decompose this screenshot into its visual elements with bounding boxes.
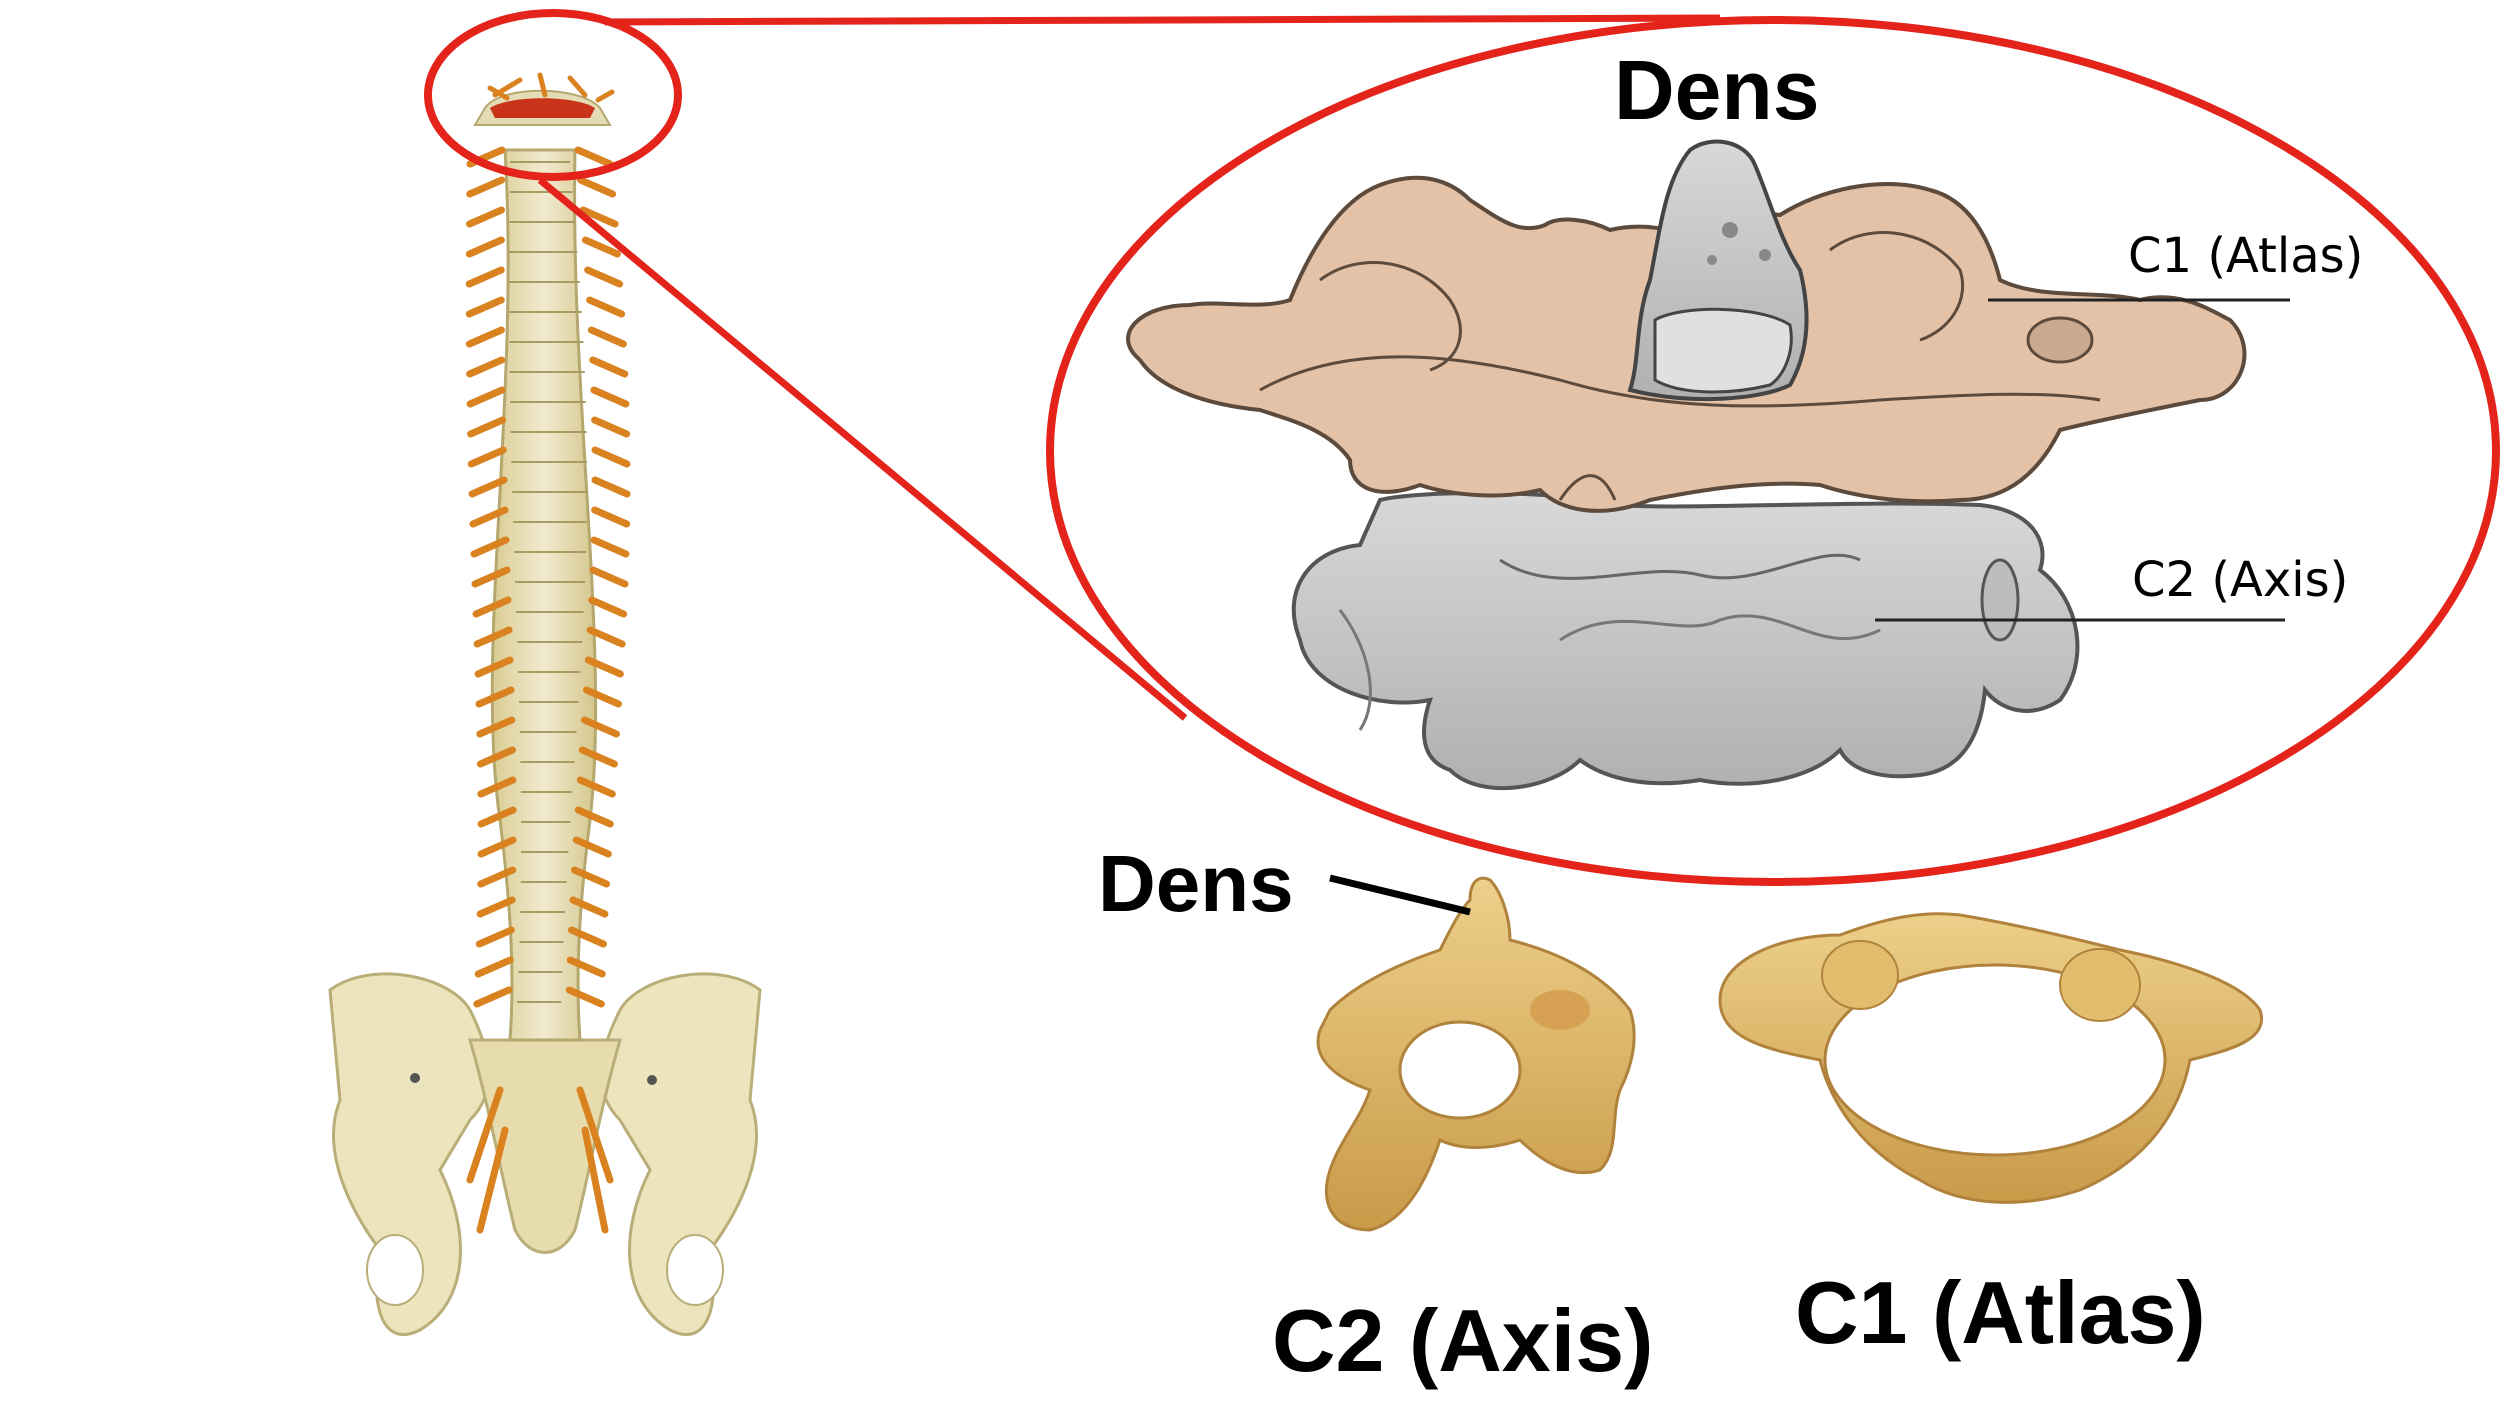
- c1-atlas-inset-label: C1 (Atlas): [2128, 228, 2364, 284]
- zoom-line-bottom: [537, 177, 1188, 721]
- c1-c2-illustration: [1126, 139, 2247, 791]
- skull-base: [473, 72, 615, 126]
- c2-axis-bone: [1316, 876, 1636, 1232]
- dens-drawing: [1627, 139, 1809, 402]
- spine-top-highlight-circle: [424, 9, 682, 181]
- inset-highlight-ellipse: [1046, 16, 2500, 886]
- c2-axis-inset-label: C2 (Axis): [2132, 552, 2349, 608]
- c1-atlas-bone: [1718, 912, 2264, 1204]
- dens-photo-label: Dens: [1098, 839, 1294, 928]
- dens-inset-label: Dens: [1614, 43, 1820, 137]
- spine-model: [328, 72, 762, 1336]
- dens-photo-leader-line: [1329, 874, 1471, 916]
- c1-atlas-caption: C1 (Atlas): [1795, 1263, 2206, 1362]
- axis-drawing: [1291, 491, 2080, 791]
- c2-axis-caption: C2 (Axis): [1272, 1291, 1654, 1390]
- zoom-callout: [424, 9, 2500, 886]
- zoom-line-top: [604, 14, 1721, 26]
- vertebral-column: [465, 146, 631, 1234]
